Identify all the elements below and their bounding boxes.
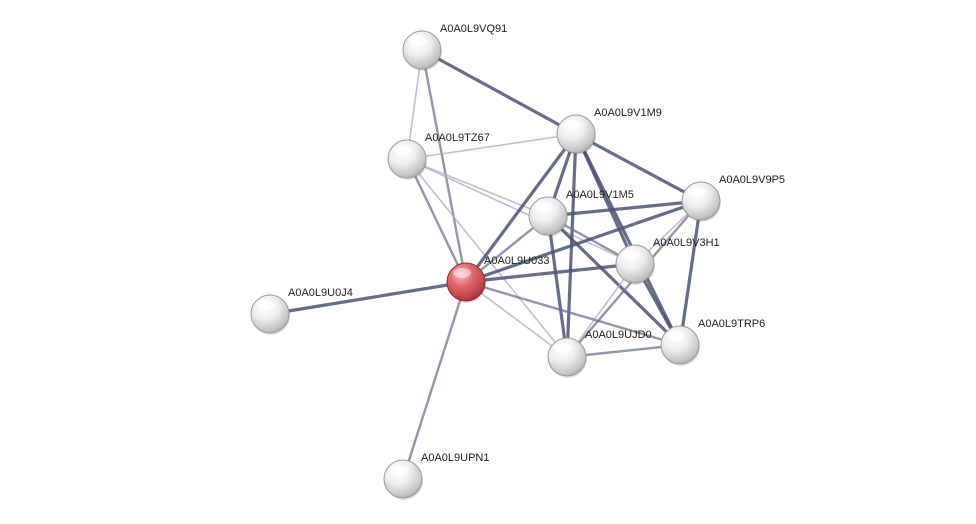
- node-label-a0a0l9upn1: A0A0L9UPN1: [421, 452, 490, 464]
- node-label-a0a0l9trp6: A0A0L9TRP6: [698, 318, 765, 330]
- node-a0a0l9tz67[interactable]: [387, 139, 427, 180]
- edge-a0a0l9v9p5-a0a0l9u033: [464, 199, 703, 284]
- node-a0a0l9u033[interactable]: [446, 262, 486, 303]
- node-a0a0l9v3h1[interactable]: [615, 244, 655, 285]
- edge-a0a0l9v1m9-a0a0l9trp6: [574, 132, 682, 347]
- edge-a0a0l9tz67-a0a0l9v1m9: [406, 133, 577, 160]
- edge-a0a0l9v1m9-a0a0l9v9p5: [574, 132, 703, 203]
- edge-a0a0l9v1m5-a0a0l9v9p5: [546, 199, 703, 218]
- edge-a0a0l9u033-a0a0l9u0j4: [268, 280, 468, 316]
- edge-a0a0l9v1m5-a0a0l9trp6: [546, 214, 682, 347]
- edge-a0a0l9u033-a0a0l9ujd0: [465, 281, 568, 358]
- node-a0a0l9trp6[interactable]: [660, 325, 700, 366]
- node-label-a0a0l9ujd0: A0A0L9UJD0: [585, 329, 652, 341]
- node-label-a0a0l9tz67: A0A0L9TZ67: [425, 132, 490, 144]
- node-a0a0l9vq91[interactable]: [402, 30, 442, 71]
- nodes-layer: [250, 30, 721, 500]
- node-highlight: [257, 300, 275, 310]
- labels-layer: A0A0L9VQ91A0A0L9V1M9A0A0L9TZ67A0A0L9V9P5…: [288, 23, 785, 464]
- edge-a0a0l9tz67-a0a0l9v3h1: [406, 158, 636, 265]
- edge-a0a0l9u033-a0a0l9trp6: [464, 280, 682, 347]
- node-highlight: [394, 145, 412, 155]
- query-node-ball[interactable]: [446, 262, 486, 302]
- edge-a0a0l9v9p5-a0a0l9trp6: [678, 199, 703, 347]
- edge-a0a0l9vq91-a0a0l9u033: [420, 48, 468, 284]
- node-highlight: [390, 465, 408, 475]
- edge-a0a0l9v1m9-a0a0l9u033: [464, 132, 578, 284]
- edge-a0a0l9tz67-a0a0l9v1m5: [406, 158, 549, 217]
- node-highlight: [535, 202, 553, 212]
- edge-a0a0l9tz67-a0a0l9u033: [405, 157, 468, 284]
- edge-a0a0l9vq91-a0a0l9v1m9: [420, 48, 578, 136]
- node-label-a0a0l9v1m5: A0A0L9V1M5: [566, 189, 634, 201]
- edge-a0a0l9v3h1-a0a0l9u033: [464, 262, 637, 284]
- node-label-a0a0l9u033: A0A0L9U033: [484, 255, 549, 267]
- node-highlight: [554, 343, 572, 353]
- edge-a0a0l9u033-a0a0l9upn1: [401, 280, 468, 481]
- edge-a0a0l9v1m5-a0a0l9ujd0: [546, 214, 569, 359]
- node-label-a0a0l9v1m9: A0A0L9V1M9: [594, 107, 662, 119]
- node-highlight: [563, 120, 581, 130]
- node-highlight: [622, 250, 640, 260]
- node-a0a0l9v1m9[interactable]: [556, 114, 596, 155]
- node-highlight: [453, 268, 471, 278]
- edges-layer: [268, 48, 703, 481]
- node-a0a0l9v1m5[interactable]: [528, 196, 568, 237]
- node-highlight: [409, 36, 427, 46]
- node-label-a0a0l9v3h1: A0A0L9V3H1: [653, 237, 720, 249]
- node-a0a0l9u0j4[interactable]: [250, 294, 290, 335]
- node-highlight: [688, 187, 706, 197]
- node-label-a0a0l9vq91: A0A0L9VQ91: [440, 23, 507, 35]
- node-label-a0a0l9u0j4: A0A0L9U0J4: [288, 287, 353, 299]
- node-a0a0l9v9p5[interactable]: [681, 181, 721, 222]
- node-a0a0l9upn1[interactable]: [383, 459, 423, 500]
- node-highlight: [667, 331, 685, 341]
- node-label-a0a0l9v9p5: A0A0L9V9P5: [719, 174, 785, 186]
- edge-a0a0l9tz67-a0a0l9ujd0: [406, 158, 568, 358]
- node-a0a0l9ujd0[interactable]: [547, 337, 587, 378]
